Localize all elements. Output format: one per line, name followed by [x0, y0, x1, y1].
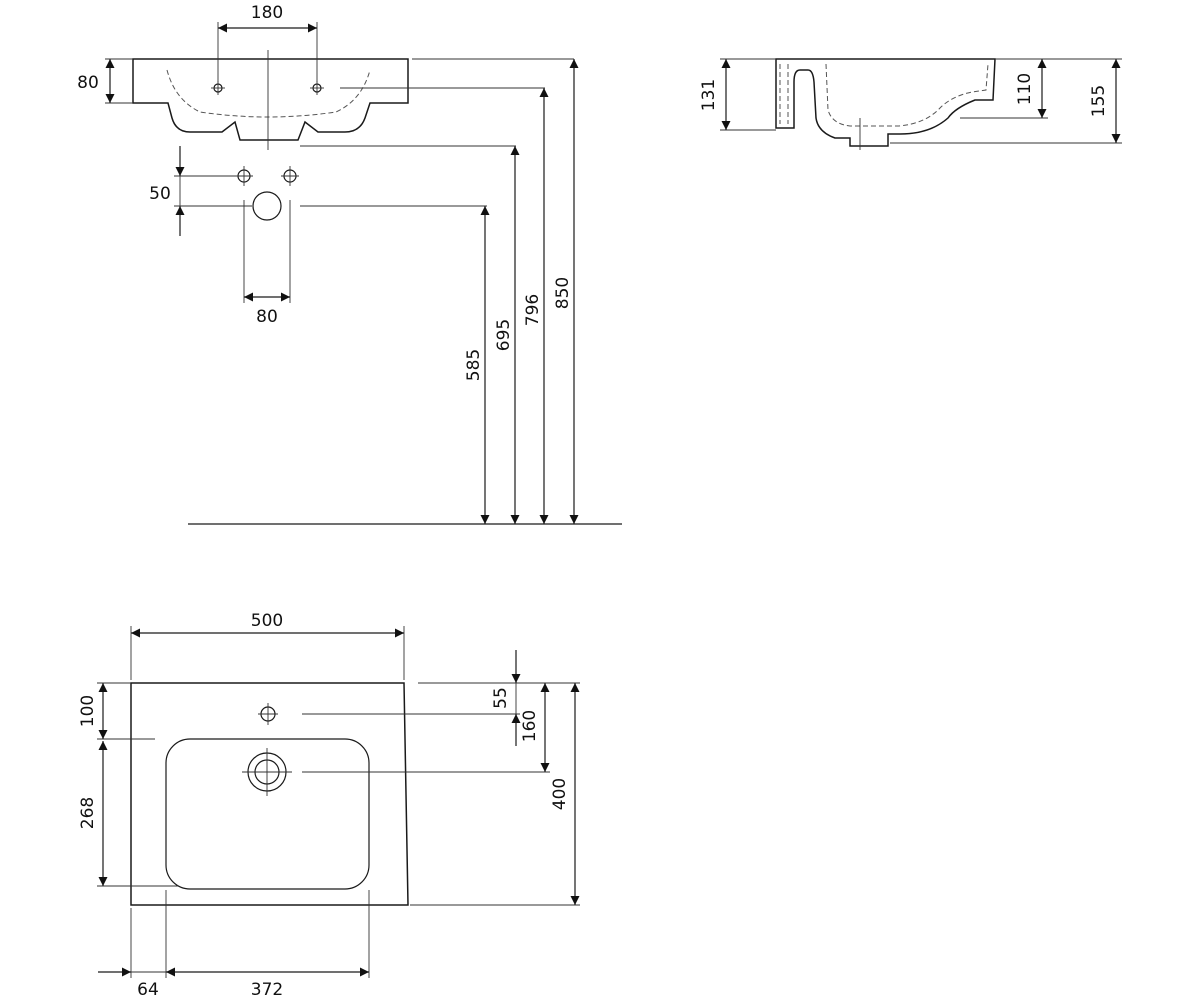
- dim-bowl-depth: 110: [1015, 73, 1035, 105]
- dim-bowl-width: 372: [251, 980, 283, 1000]
- dim-total-depth: 155: [1089, 85, 1109, 117]
- dim-tap-hole-offset: 100: [78, 695, 98, 727]
- wall-hole-left: [235, 166, 253, 186]
- side-bowl-hidden-line: [825, 63, 989, 127]
- dim-edge-offset: 64: [137, 980, 159, 1000]
- basin-front-outline: [132, 58, 409, 141]
- bowl-plan-outline: [165, 738, 370, 890]
- dim-bowl-length: 268: [78, 797, 98, 829]
- front-view: 180 80 50 80: [77, 3, 622, 525]
- plan-view: 500 100 268 55 160 400 64 372: [78, 611, 580, 1000]
- tap-hole-right: [310, 81, 324, 95]
- dim-height-overflow: 796: [523, 294, 543, 326]
- waste-plan: [242, 748, 292, 796]
- waste-outlet: [252, 191, 282, 221]
- tap-hole-left: [211, 81, 225, 95]
- basin-plan-outline: [130, 682, 409, 906]
- dim-plan-depth: 400: [550, 778, 570, 810]
- dim-rim-height: 80: [77, 73, 99, 93]
- dim-height-wall-hole: 695: [494, 319, 514, 351]
- dim-height-rim: 850: [553, 277, 573, 309]
- dim-tap-to-waste: 55: [491, 687, 511, 709]
- dim-wall-hole-spacing: 50: [149, 184, 171, 204]
- side-section-view: 131 110 155: [699, 58, 1122, 150]
- dim-side-depth: 131: [699, 79, 719, 111]
- basin-side-section: [775, 58, 996, 147]
- wall-hole-right: [281, 166, 299, 186]
- dim-height-waste: 585: [464, 349, 484, 381]
- dim-waste-offset: 160: [520, 710, 540, 742]
- dim-plan-width: 500: [251, 611, 283, 631]
- dim-waste-width: 80: [256, 307, 278, 327]
- dim-tap-hole-spacing: 180: [251, 3, 283, 23]
- tap-hole-plan: [258, 703, 278, 725]
